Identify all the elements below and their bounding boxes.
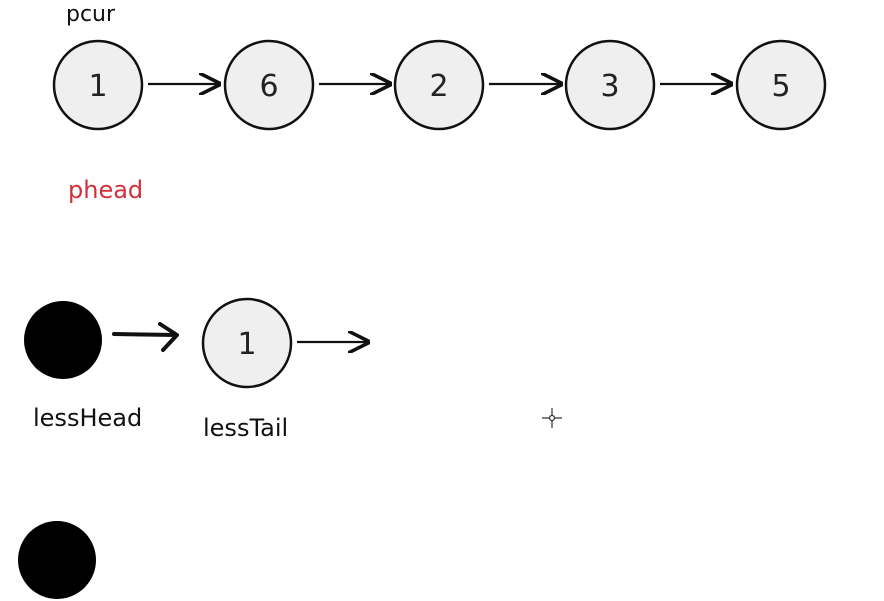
less-head-arrow xyxy=(112,322,179,352)
crosshair-cursor-icon xyxy=(542,408,562,428)
node-value: 1 xyxy=(88,69,107,104)
less-head-label: lessHead xyxy=(33,404,142,432)
phead-label: phead xyxy=(68,176,143,204)
node-circle xyxy=(564,39,656,131)
node-circle xyxy=(393,39,485,131)
top-list-node-3: 3 xyxy=(564,39,656,131)
node-value: 1 xyxy=(237,327,256,362)
less-tail-label: lessTail xyxy=(203,414,288,442)
top-list-node-2: 2 xyxy=(393,39,485,131)
node-value: 2 xyxy=(429,69,448,104)
top-list-node-0: 1 xyxy=(52,39,144,131)
node-value: 6 xyxy=(259,69,278,104)
node-circle xyxy=(223,39,315,131)
top-list-node-4: 5 xyxy=(735,39,827,131)
less-head-dummy-node xyxy=(24,301,102,379)
node-circle xyxy=(735,39,827,131)
node-circle xyxy=(52,39,144,131)
node-value: 5 xyxy=(771,69,790,104)
greater-head-dummy-node xyxy=(18,521,96,599)
node-circle xyxy=(201,297,293,389)
less-list-node-0: 1 xyxy=(201,297,293,389)
top-list-node-1: 6 xyxy=(223,39,315,131)
node-value: 3 xyxy=(600,69,619,104)
pcur-label: pcur xyxy=(66,2,116,27)
